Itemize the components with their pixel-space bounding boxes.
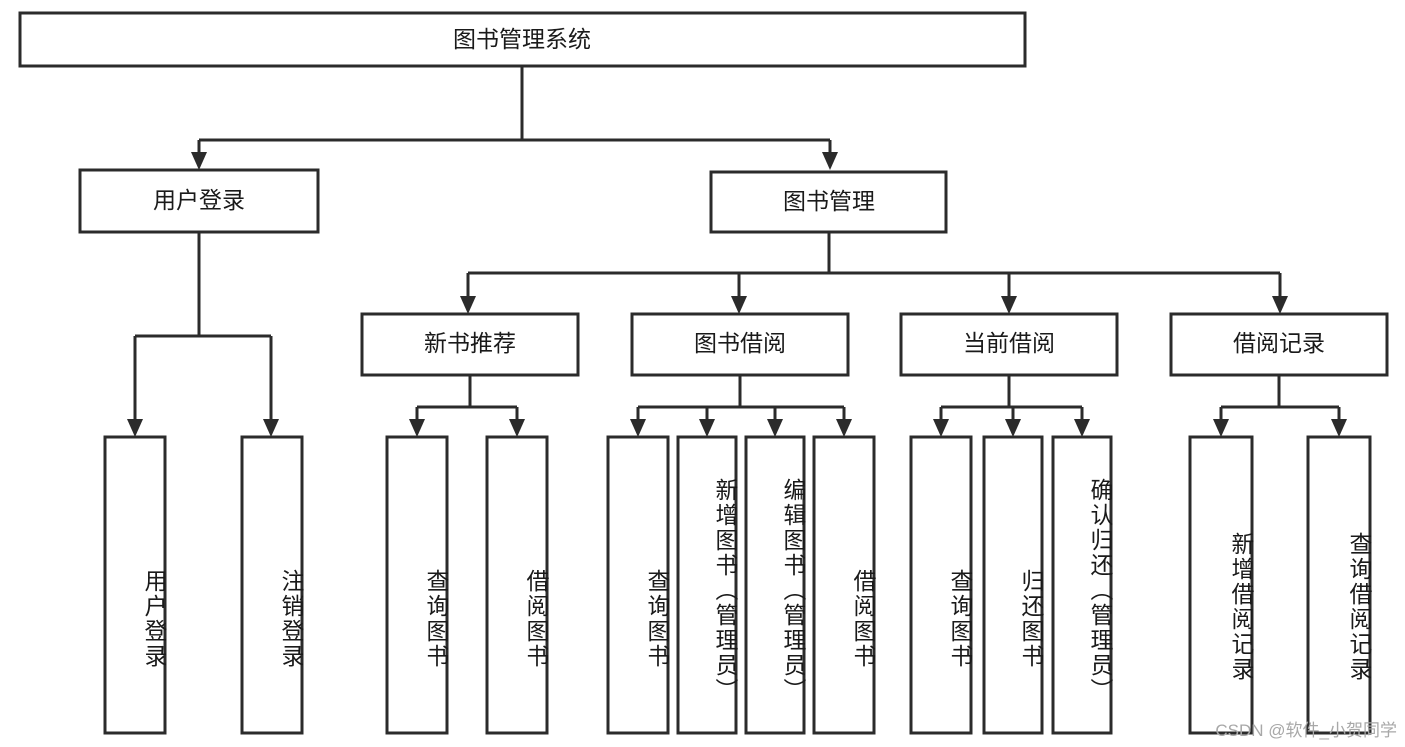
node-root-label: 图书管理系统 [453, 26, 591, 52]
node-current-borrow-box[interactable] [899, 312, 1119, 377]
connector-newbooks-to-leaves [409, 375, 525, 437]
leaf-box-query-books-new[interactable] [385, 435, 449, 735]
node-borrow-records-label: 借阅记录 [1233, 330, 1325, 356]
leaf-box-query-books-current[interactable] [909, 435, 973, 735]
node-current-borrow[interactable]: 当前借阅 [899, 312, 1119, 377]
node-new-book-recommend-box[interactable] [360, 312, 580, 377]
leaf-box-logout[interactable] [240, 435, 304, 735]
node-book-management-label: 图书管理 [783, 188, 875, 214]
node-current-borrow-label: 当前借阅 [963, 330, 1055, 356]
node-book-borrow-label: 图书借阅 [694, 330, 786, 356]
leaf-box-borrow-books-new[interactable] [485, 435, 549, 735]
leaf-box-query-books-borrow[interactable] [606, 435, 670, 735]
connector-root-to-level2 [191, 66, 838, 170]
leaf-box-query-borrow-record[interactable] [1306, 435, 1372, 735]
node-new-book-recommend-label: 新书推荐 [424, 330, 516, 356]
leaf-box-edit-book-admin[interactable] [744, 435, 806, 735]
node-borrow-records[interactable]: 借阅记录 [1169, 312, 1389, 377]
node-borrow-records-box[interactable] [1169, 312, 1389, 377]
node-root[interactable]: 图书管理系统 [18, 11, 1027, 68]
leaf-box-user-login[interactable] [103, 435, 167, 735]
node-new-book-recommend[interactable]: 新书推荐 [360, 312, 580, 377]
connector-current-to-leaves [933, 375, 1090, 437]
leaf-boxes [103, 435, 1372, 735]
leaf-box-add-book-admin[interactable] [676, 435, 738, 735]
leaf-box-return-books[interactable] [982, 435, 1044, 735]
leaf-box-borrow-books[interactable] [812, 435, 876, 735]
connector-login-to-leaves [127, 232, 279, 437]
node-user-login-box[interactable] [78, 168, 320, 234]
connector-books-to-level3 [460, 232, 1288, 314]
node-book-borrow-box[interactable] [630, 312, 850, 377]
connector-records-to-leaves [1213, 375, 1347, 437]
csdn-watermark: CSDN @软件_小贺同学 [1215, 721, 1397, 740]
leaf-box-add-borrow-record[interactable] [1188, 435, 1254, 735]
node-root-box[interactable] [18, 11, 1027, 68]
node-book-management-box[interactable] [709, 170, 948, 234]
leaf-box-confirm-return-admin[interactable] [1051, 435, 1113, 735]
node-user-login-label: 用户登录 [153, 187, 245, 213]
connector-borrow-to-leaves [630, 375, 852, 437]
node-book-borrow[interactable]: 图书借阅 [630, 312, 850, 377]
node-user-login[interactable]: 用户登录 [78, 168, 320, 234]
node-book-management[interactable]: 图书管理 [709, 170, 948, 234]
